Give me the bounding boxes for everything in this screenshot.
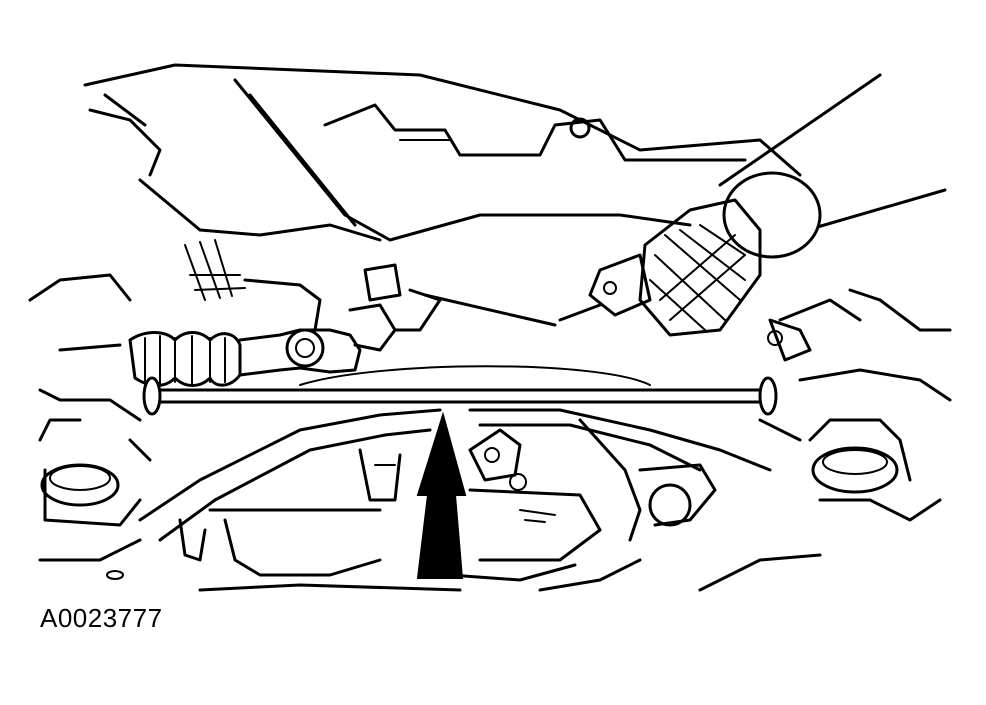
bar-end-right [758,376,778,416]
bar-end-left [142,376,162,416]
floor-panel-rib [323,103,747,162]
panel-bolt-hole [569,117,591,139]
steering-pinion-nut [285,328,325,368]
left-strut-mount [28,273,152,580]
flange-bolt-hole [603,281,617,295]
steering-gear [128,239,442,387]
floor-pan [83,63,802,242]
lower-panel [198,563,577,592]
pointer-arrow [416,411,467,579]
crossmember [138,408,772,592]
exhaust-assembly [423,73,947,362]
right-mount-bushing [811,446,899,494]
tie-bar [142,365,778,416]
left-mount-bushing [40,463,120,507]
exhaust-pipe-end [722,171,822,259]
figure-id-label: A0023777 [40,603,163,633]
exhaust-flange [588,253,652,317]
right-strut-mount [698,288,952,592]
steering-boot [128,331,242,387]
